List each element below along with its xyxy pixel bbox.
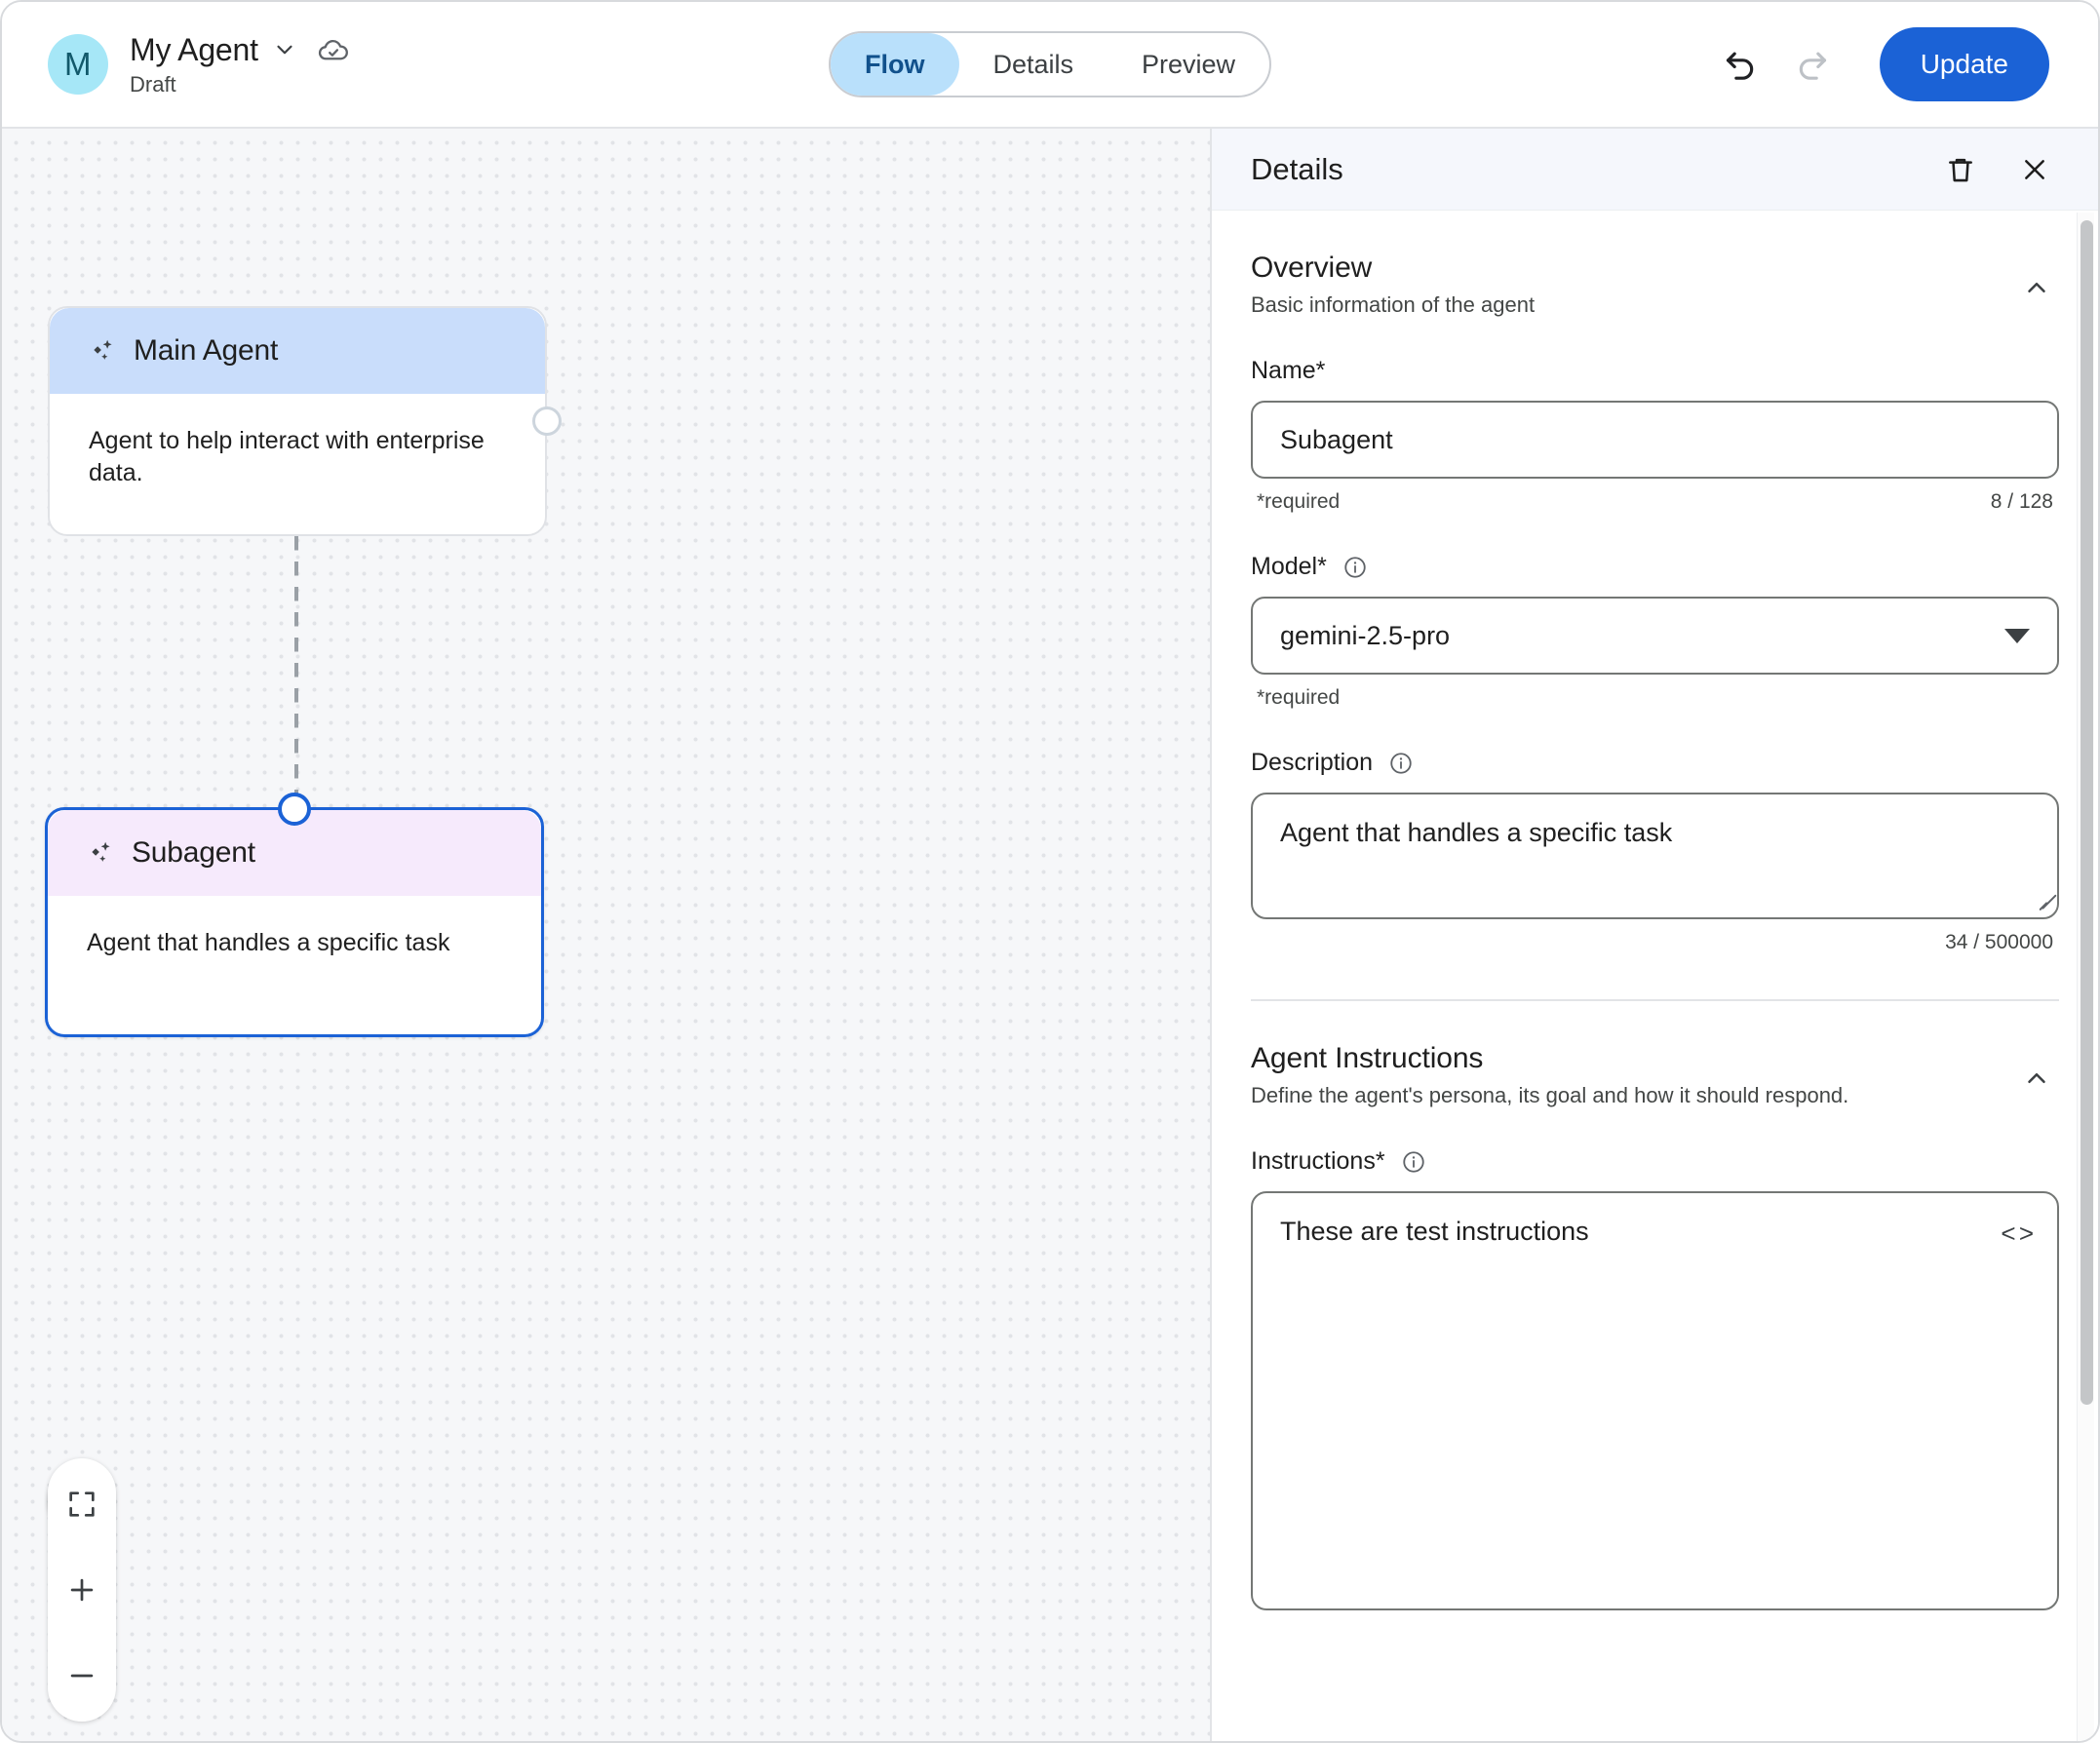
close-button[interactable] — [2008, 143, 2061, 196]
instructions-value: These are test instructions — [1280, 1217, 1589, 1246]
code-brackets-icon[interactable]: < > — [2001, 1219, 2034, 1248]
redo-button[interactable] — [1776, 28, 1848, 100]
resize-handle[interactable] — [2031, 891, 2052, 912]
node-title: Subagent — [132, 836, 255, 869]
update-button[interactable]: Update — [1879, 27, 2049, 101]
model-selected-value: gemini-2.5-pro — [1280, 620, 1451, 650]
instructions-label: Instructions* — [1251, 1147, 1385, 1175]
sparkle-icon — [92, 841, 110, 862]
tab-details[interactable]: Details — [992, 49, 1073, 79]
chevron-up-icon — [2028, 283, 2045, 292]
section-divider — [1251, 999, 2059, 1001]
close-icon — [2025, 159, 2044, 179]
agent-name-block: My Agent Draft — [130, 32, 350, 97]
collapse-overview-button[interactable] — [2014, 265, 2059, 310]
avatar: M — [48, 34, 108, 95]
redo-icon — [1799, 52, 1826, 80]
model-select[interactable]: gemini-2.5-pro — [1251, 597, 2059, 675]
tab-flow[interactable]: Flow — [830, 33, 959, 96]
scrollbar-thumb[interactable] — [2081, 220, 2093, 1405]
node-header: Main Agent — [50, 308, 545, 394]
node-handle-top[interactable] — [278, 793, 311, 826]
caret-down-icon — [2004, 628, 2030, 643]
canvas-zoom-controls — [48, 1458, 116, 1722]
details-panel-content: Overview Basic information of the agent … — [1212, 211, 2098, 1741]
section-title: Overview — [1251, 252, 1373, 284]
undo-button[interactable] — [1704, 28, 1776, 100]
info-icon[interactable] — [1401, 1149, 1426, 1175]
details-panel-scrollbar[interactable] — [2077, 213, 2094, 1741]
instructions-textarea[interactable]: These are test instructions < > — [1251, 1191, 2059, 1610]
top-bar-actions: Update — [1704, 27, 2049, 101]
name-label: Name* — [1251, 357, 1326, 384]
chevron-up-icon — [2028, 1073, 2045, 1083]
trash-icon — [1949, 158, 1972, 181]
field-name: Name* Subagent *required 8 / 128 — [1251, 357, 2059, 514]
collapse-agent-instructions-button[interactable] — [2014, 1056, 2059, 1101]
fit-to-screen-icon — [69, 1491, 95, 1517]
node-description: Agent that handles a specific task — [87, 929, 450, 956]
section-overview-header: Overview Basic information of the agent — [1251, 211, 2059, 318]
description-char-count: 34 / 500000 — [1945, 931, 2053, 953]
details-panel-title: Details — [1251, 151, 1343, 186]
undo-icon — [1726, 52, 1753, 80]
node-handle-right[interactable] — [532, 407, 562, 436]
description-textarea[interactable]: Agent that handles a specific task — [1251, 793, 2059, 919]
zoom-out-button[interactable] — [52, 1646, 112, 1706]
flow-canvas[interactable]: Main Agent Agent to help interact with e… — [2, 129, 1214, 1741]
view-tabs: Flow Details Preview — [828, 31, 1272, 97]
field-description: Description Agent that handles a specifi… — [1251, 749, 2059, 954]
cloud-check-icon — [318, 39, 348, 60]
agent-brand: M My Agent Draft — [48, 32, 350, 97]
description-label: Description — [1251, 749, 1374, 776]
field-model: Model* gemini-2.5-pro *required — [1251, 553, 2059, 710]
name-char-count: 8 / 128 — [1990, 490, 2053, 513]
info-icon[interactable] — [1388, 751, 1414, 776]
node-description: Agent to help interact with enterprise d… — [89, 427, 485, 487]
model-required-hint: *required — [1257, 686, 1341, 709]
section-subtitle: Define the agent's persona, its goal and… — [1251, 1083, 1849, 1107]
sparkle-icon — [94, 339, 112, 360]
fit-to-screen-button[interactable] — [52, 1474, 112, 1534]
section-title: Agent Instructions — [1251, 1042, 1484, 1074]
name-input[interactable]: Subagent — [1251, 401, 2059, 479]
tab-preview[interactable]: Preview — [1142, 49, 1236, 79]
delete-button[interactable] — [1934, 143, 1987, 196]
flow-node-main-agent[interactable]: Main Agent Agent to help interact with e… — [48, 306, 562, 536]
section-agent-instructions-header: Agent Instructions Define the agent's pe… — [1251, 1001, 2059, 1108]
chevron-down-icon[interactable] — [272, 37, 297, 62]
details-panel-header: Details — [1212, 129, 2098, 211]
details-panel: Details O — [1210, 129, 2098, 1741]
status-badge: Draft — [130, 71, 176, 97]
name-required-hint: *required — [1257, 490, 1341, 513]
plus-icon — [70, 1578, 94, 1602]
field-instructions: Instructions* These are test instruction… — [1251, 1147, 2059, 1610]
description-value: Agent that handles a specific task — [1280, 818, 1673, 847]
flow-edge-main-to-sub[interactable] — [294, 536, 298, 807]
node-title: Main Agent — [134, 334, 279, 367]
top-bar: M My Agent Draft Flow Details Preview — [2, 2, 2098, 129]
model-label: Model* — [1251, 553, 1327, 580]
info-icon[interactable] — [1342, 555, 1368, 580]
page-title: My Agent — [130, 31, 258, 67]
minus-icon — [70, 1674, 94, 1678]
zoom-in-button[interactable] — [52, 1560, 112, 1620]
section-subtitle: Basic information of the agent — [1251, 292, 1536, 317]
flow-node-subagent[interactable]: Subagent Agent that handles a specific t… — [45, 793, 544, 1037]
